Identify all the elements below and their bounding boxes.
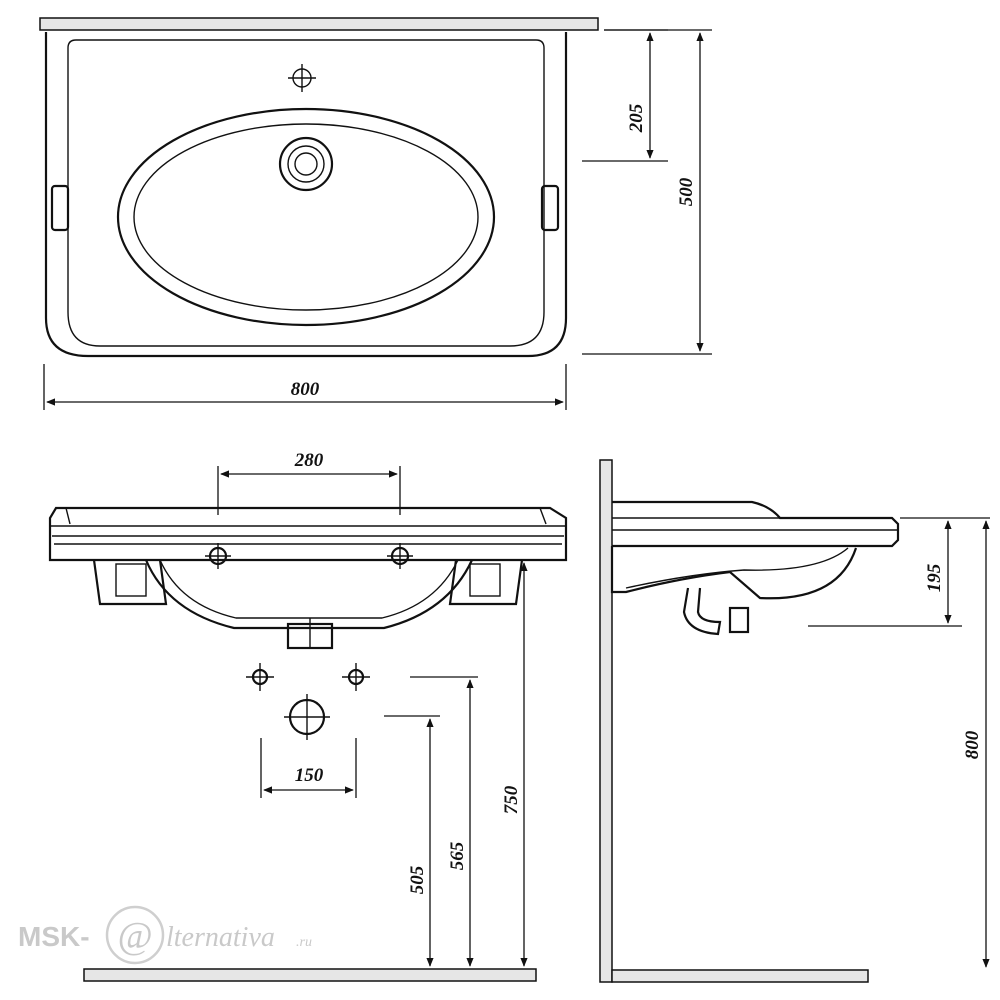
left-bracket-top bbox=[50, 184, 70, 232]
front-rim bbox=[48, 506, 568, 562]
basin-outer-outline bbox=[44, 32, 568, 358]
front-left-bracket bbox=[92, 559, 168, 606]
front-bowl bbox=[144, 559, 473, 630]
dim-565-label: 565 bbox=[447, 841, 468, 870]
drain-outer bbox=[278, 136, 334, 192]
dim-505-label: 505 bbox=[407, 865, 428, 894]
dim-280-label: 280 bbox=[294, 450, 324, 471]
watermark-suffix: lternativa bbox=[166, 922, 275, 953]
front-view: 280 bbox=[48, 450, 568, 982]
basin-inner-outline bbox=[67, 39, 545, 347]
dim-500-label: 500 bbox=[676, 177, 697, 206]
top-wall-strip bbox=[39, 17, 599, 31]
watermark-at: @ bbox=[118, 915, 153, 957]
front-floor-strip bbox=[83, 968, 537, 982]
watermark-prefix: MSK- bbox=[18, 921, 90, 952]
side-outlet bbox=[728, 606, 750, 634]
side-floor-strip bbox=[611, 969, 869, 983]
dim-150-label: 150 bbox=[295, 765, 324, 786]
front-right-bracket bbox=[448, 559, 524, 606]
side-basin-top bbox=[612, 500, 900, 548]
bowl-inner bbox=[133, 123, 479, 311]
bowl-outer bbox=[116, 107, 496, 327]
watermark: MSK- @ lternativa .ru bbox=[18, 905, 312, 965]
watermark-domain: .ru bbox=[296, 935, 312, 950]
side-bowl bbox=[610, 546, 858, 600]
dim-205-label: 205 bbox=[626, 103, 647, 133]
drain-middle bbox=[287, 145, 325, 183]
dim-800-label: 800 bbox=[291, 379, 320, 400]
side-view: 195 800 bbox=[599, 459, 990, 983]
top-view: 205 500 800 bbox=[39, 17, 712, 410]
side-wall-strip bbox=[599, 459, 613, 983]
side-trap bbox=[682, 587, 722, 636]
dim-side-height-label: 800 bbox=[962, 730, 983, 759]
dim-195-label: 195 bbox=[924, 563, 945, 592]
watermark-at-circle bbox=[105, 905, 165, 965]
right-bracket-top bbox=[540, 184, 560, 232]
drain-inner bbox=[294, 152, 318, 176]
dim-750-label: 750 bbox=[501, 785, 522, 814]
